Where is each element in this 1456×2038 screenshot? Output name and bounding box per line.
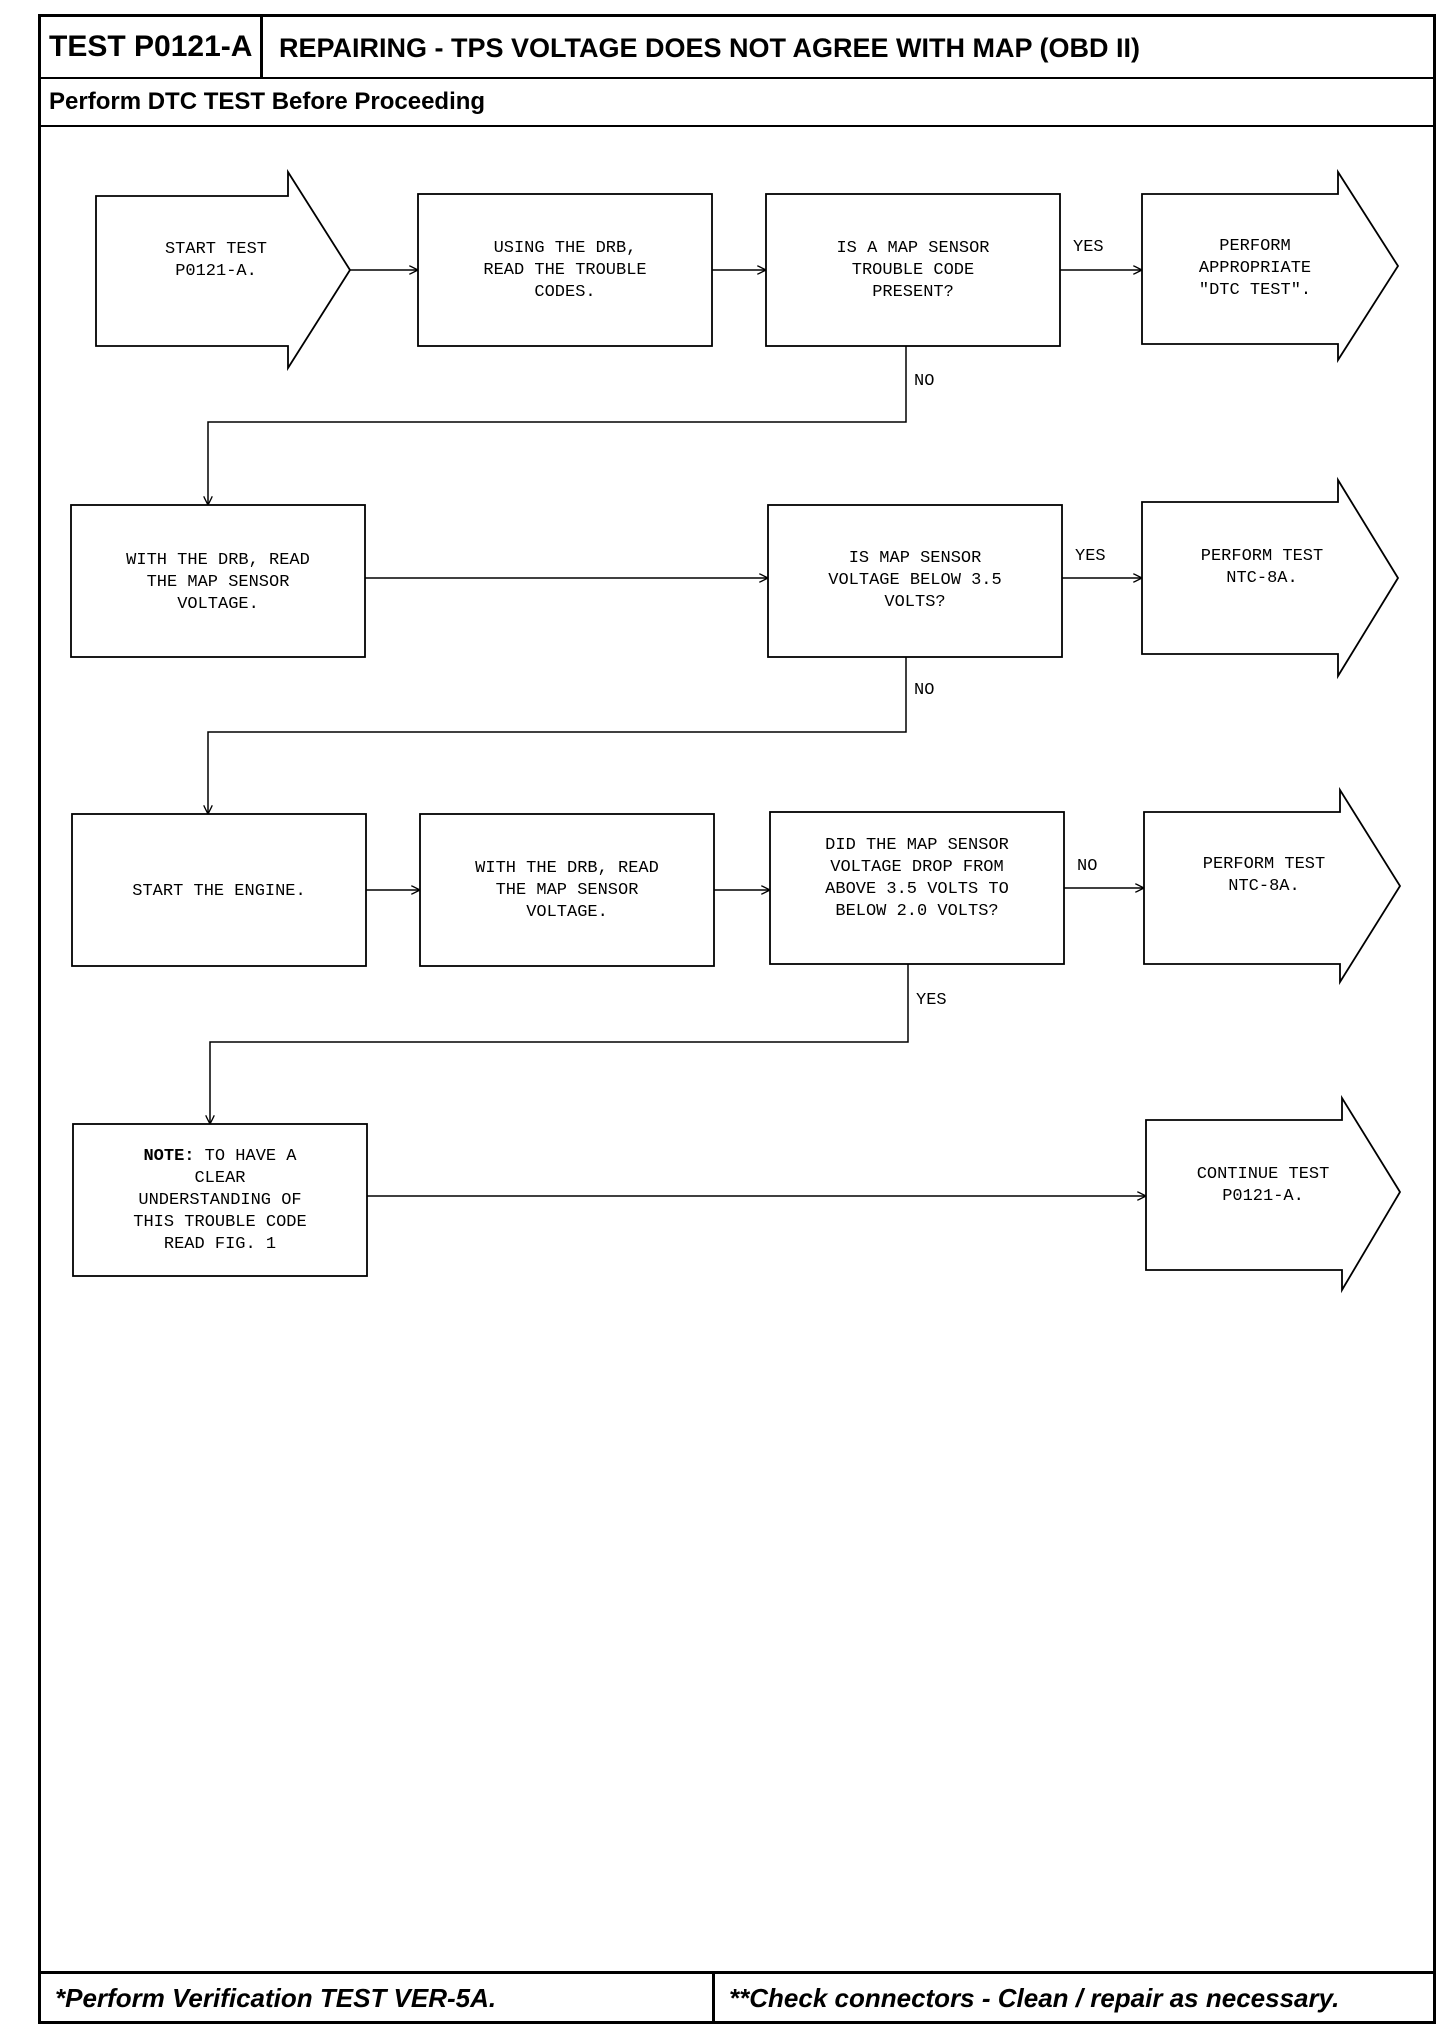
arrow-yes-3	[210, 964, 909, 1124]
read-map-voltage-step	[70, 504, 366, 658]
page-subtitle: Perform DTC TEST Before Proceeding	[41, 79, 1433, 127]
q-map-drop-line: VOLTAGE DROP FROM	[830, 858, 1003, 877]
q-map-code-line: IS A MAP SENSOR	[836, 239, 989, 258]
note-box-text: NOTE: TO HAVE A CLEAR UNDERSTANDING OF THIS…	[133, 1147, 306, 1254]
test-page: TEST P0121-A REPAIRING - TPS VOLTAGE DOE…	[38, 14, 1436, 2024]
perform-dtc-line: APPROPRIATE	[1199, 259, 1311, 278]
note-box	[72, 1123, 368, 1277]
note-line: CLEAR	[194, 1169, 245, 1188]
note-prefix: NOTE:	[143, 1147, 194, 1166]
q-map-code-line: PRESENT?	[872, 283, 954, 302]
header-row: TEST P0121-A REPAIRING - TPS VOLTAGE DOE…	[41, 17, 1433, 79]
perform-ntc-node-2-text: PERFORM TEST NTC-8A.	[1203, 855, 1325, 896]
note-line: UNDERSTANDING OF	[138, 1191, 301, 1210]
read-map-v2-line: WITH THE DRB, READ	[475, 859, 659, 878]
perform-dtc-node-text: PERFORM APPROPRIATE "DTC TEST".	[1199, 237, 1311, 300]
footer-verification-note: *Perform Verification TEST VER-5A.	[41, 1974, 715, 2021]
map-below-decision	[767, 504, 1063, 658]
start-engine-line: START THE ENGINE.	[132, 882, 305, 901]
perform-ntc-node-1-text: PERFORM TEST NTC-8A.	[1201, 547, 1323, 588]
perform-ntc-node-2	[1143, 786, 1402, 986]
label-no-3: NO	[1077, 857, 1097, 876]
read-codes-line: USING THE DRB,	[494, 239, 637, 258]
arrow-no-1	[208, 346, 907, 505]
perform-ntc-2-line: NTC-8A.	[1228, 877, 1299, 896]
perform-ntc-1-line: NTC-8A.	[1226, 569, 1297, 588]
note-line: READ FIG. 1	[164, 1235, 276, 1254]
read-map-voltage-step-text: WITH THE DRB, READ THE MAP SENSOR VOLTAGE.	[126, 551, 310, 614]
perform-dtc-line: "DTC TEST".	[1199, 281, 1311, 300]
continue-node	[1145, 1094, 1402, 1294]
perform-ntc-1-line: PERFORM TEST	[1201, 547, 1323, 566]
q-map-below-line: VOLTAGE BELOW 3.5	[828, 571, 1001, 590]
read-map-voltage-step-2-text: WITH THE DRB, READ THE MAP SENSOR VOLTAGE.	[475, 859, 659, 922]
map-drop-decision-text: DID THE MAP SENSOR VOLTAGE DROP FROM ABOVE…	[825, 836, 1009, 921]
read-codes-step-text: USING THE DRB, READ THE TROUBLE CODES.	[483, 239, 646, 302]
perform-dtc-node	[1141, 168, 1400, 364]
perform-ntc-node-1	[1141, 476, 1400, 680]
read-codes-line: CODES.	[534, 283, 595, 302]
label-yes-3: YES	[916, 991, 947, 1010]
q-map-drop-line: ABOVE 3.5 VOLTS TO	[825, 880, 1009, 899]
read-map-v1-line: THE MAP SENSOR	[147, 573, 290, 592]
start-engine-step-text: START THE ENGINE.	[132, 882, 305, 901]
start-node-text: START TEST P0121-A.	[165, 240, 267, 281]
continue-line: P0121-A.	[1222, 1187, 1304, 1206]
note-line: NOTE: TO HAVE A	[143, 1147, 297, 1166]
arrow-no-2	[208, 657, 907, 814]
label-no-1: NO	[914, 372, 934, 391]
label-yes-2: YES	[1075, 547, 1106, 566]
read-map-v1-line: VOLTAGE.	[177, 595, 259, 614]
footer-connector-note: **Check connectors - Clean / repair as n…	[729, 1983, 1340, 2013]
footer: *Perform Verification TEST VER-5A. **Che…	[41, 1971, 1433, 2021]
q-map-drop-line: BELOW 2.0 VOLTS?	[835, 902, 998, 921]
read-map-v1-line: WITH THE DRB, READ	[126, 551, 310, 570]
note-line: THIS TROUBLE CODE	[133, 1213, 306, 1232]
q-map-below-line: VOLTS?	[884, 593, 945, 612]
page-title: REPAIRING - TPS VOLTAGE DOES NOT AGREE W…	[279, 33, 1141, 63]
continue-node-text: CONTINUE TEST P0121-A.	[1197, 1165, 1330, 1206]
test-id: TEST P0121-A	[41, 17, 264, 77]
start-node	[95, 168, 352, 372]
start-line: START TEST	[165, 240, 267, 259]
q-map-drop-line: DID THE MAP SENSOR	[825, 836, 1009, 855]
start-line: P0121-A.	[175, 262, 257, 281]
continue-line: CONTINUE TEST	[1197, 1165, 1330, 1184]
perform-dtc-line: PERFORM	[1219, 237, 1290, 256]
read-codes-line: READ THE TROUBLE	[483, 261, 646, 280]
q-map-code-line: TROUBLE CODE	[852, 261, 974, 280]
label-yes-1: YES	[1073, 238, 1104, 257]
read-map-v2-line: VOLTAGE.	[526, 903, 608, 922]
label-no-2: NO	[914, 681, 934, 700]
perform-ntc-2-line: PERFORM TEST	[1203, 855, 1325, 874]
read-map-v2-line: THE MAP SENSOR	[496, 881, 639, 900]
note-text: TO HAVE A	[194, 1147, 297, 1166]
map-code-decision-text: IS A MAP SENSOR TROUBLE CODE PRESENT?	[836, 239, 989, 302]
q-map-below-line: IS MAP SENSOR	[849, 549, 982, 568]
